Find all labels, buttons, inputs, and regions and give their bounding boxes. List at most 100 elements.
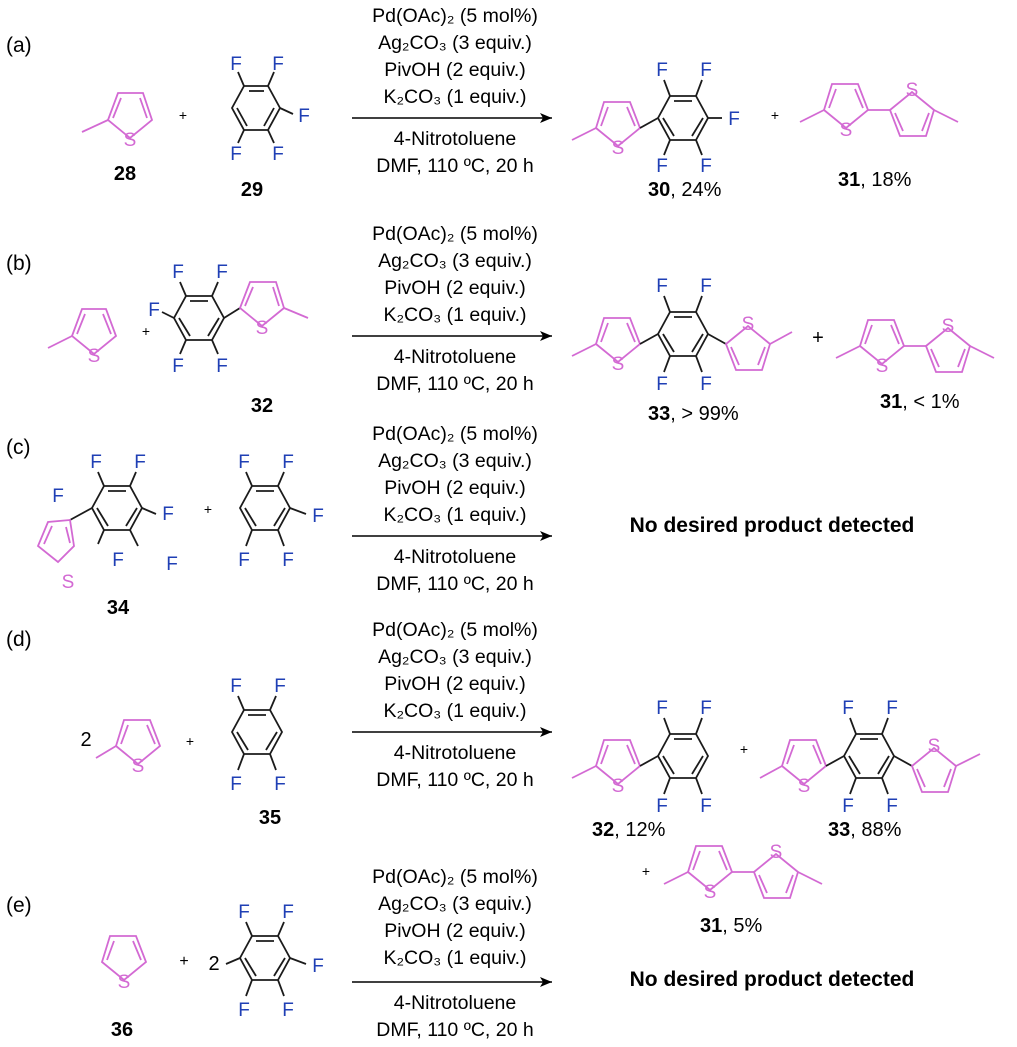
- plus-sign: +: [142, 323, 150, 339]
- condition-solvent: DMF, 110 ºC, 20 h: [376, 1019, 533, 1041]
- fluorine-atom: F: [842, 698, 854, 719]
- fluorine-atom: F: [282, 550, 294, 571]
- fluorine-atom: F: [162, 504, 174, 525]
- condition-solvent: DMF, 110 ºC, 20 h: [376, 573, 533, 595]
- fluorine-atom: F: [238, 550, 250, 571]
- plus-sign: +: [179, 107, 187, 123]
- sulfur-atom: S: [742, 314, 755, 335]
- molecule-34: F F F F F F S: [36, 452, 178, 593]
- compound-number: 31: [880, 391, 902, 413]
- fluorine-atom: F: [230, 676, 242, 697]
- conditions-c: Pd(OAc)₂ (5 mol%) Ag₂CO₃ (3 equiv.) PivO…: [352, 423, 552, 595]
- condition-base: K₂CO₃ (1 equiv.): [383, 86, 526, 108]
- condition-additive: 4-Nitrotoluene: [394, 128, 516, 150]
- stoichiometry-coefficient: 2: [80, 729, 91, 751]
- result-text: No desired product detected: [630, 968, 915, 991]
- conditions-a: Pd(OAc)₂ (5 mol%) Ag₂CO₃ (3 equiv.) PivO…: [352, 5, 552, 177]
- fluorine-atom: F: [274, 676, 286, 697]
- condition-acid: PivOH (2 equiv.): [384, 59, 526, 81]
- fluorine-atom: F: [700, 374, 712, 395]
- panel-label-e: (e): [6, 894, 32, 917]
- condition-oxidant: Ag₂CO₃ (3 equiv.): [378, 250, 532, 272]
- product-label: 30, 24%: [648, 179, 722, 201]
- fluorine-atom: F: [166, 554, 178, 575]
- yield: , 5%: [722, 915, 762, 937]
- molecule-hexafluorobenzene: F F F F F: [238, 452, 324, 571]
- sulfur-atom: S: [770, 842, 783, 863]
- compound-number: 31: [700, 915, 722, 937]
- fluorine-atom: F: [656, 60, 668, 81]
- condition-acid: PivOH (2 equiv.): [384, 920, 526, 942]
- molecule-30: S F F F F F: [571, 60, 740, 177]
- fluorine-atom: F: [656, 156, 668, 177]
- fluorine-atom: F: [728, 109, 740, 130]
- fluorine-atom: F: [230, 144, 242, 165]
- fluorine-atom: F: [700, 156, 712, 177]
- condition-acid: PivOH (2 equiv.): [384, 277, 526, 299]
- fluorine-atom: F: [134, 452, 146, 473]
- molecule-29: F F F F F: [230, 54, 310, 165]
- condition-solvent: DMF, 110 ºC, 20 h: [376, 373, 533, 395]
- fluorine-atom: F: [298, 106, 310, 127]
- condition-solvent: DMF, 110 ºC, 20 h: [376, 155, 533, 177]
- arrow-head: [540, 113, 552, 123]
- molecule-28: S: [81, 92, 154, 151]
- condition-catalyst: Pd(OAc)₂ (5 mol%): [372, 619, 538, 641]
- plus-sign: +: [186, 733, 194, 749]
- fluorine-atom: F: [90, 452, 102, 473]
- condition-base: K₂CO₃ (1 equiv.): [383, 700, 526, 722]
- yield: , 24%: [670, 179, 721, 201]
- fluorine-atom: F: [172, 356, 184, 377]
- product-label: 31, < 1%: [880, 391, 960, 413]
- sulfur-atom: S: [118, 972, 131, 993]
- fluorine-atom: F: [282, 452, 294, 473]
- panel-label-a: (a): [6, 34, 32, 57]
- condition-additive: 4-Nitrotoluene: [394, 992, 516, 1014]
- condition-additive: 4-Nitrotoluene: [394, 742, 516, 764]
- molecule-32: S F F F F: [571, 698, 712, 817]
- fluorine-atom: F: [700, 698, 712, 719]
- fluorine-atom: F: [312, 956, 324, 977]
- fluorine-atom: F: [282, 1000, 294, 1021]
- plus-sign: +: [642, 863, 650, 879]
- fluorine-atom: F: [238, 1000, 250, 1021]
- fluorine-atom: F: [216, 356, 228, 377]
- condition-base: K₂CO₃ (1 equiv.): [383, 504, 526, 526]
- plus-sign: +: [771, 107, 779, 123]
- fluorine-atom: F: [886, 796, 898, 817]
- molecule-36: S: [100, 935, 148, 993]
- fluorine-atom: F: [230, 54, 242, 75]
- condition-catalyst: Pd(OAc)₂ (5 mol%): [372, 866, 538, 888]
- plus-sign: +: [204, 501, 212, 517]
- result-text: No desired product detected: [630, 514, 915, 537]
- molecule-hexafluorobenzene: F F F F F: [225, 902, 324, 1021]
- molecule-33: S F F F F S: [759, 698, 981, 817]
- molecule-31: S S: [799, 80, 959, 141]
- conditions-d: Pd(OAc)₂ (5 mol%) Ag₂CO₃ (3 equiv.) PivO…: [352, 619, 552, 791]
- conditions-b: Pd(OAc)₂ (5 mol%) Ag₂CO₃ (3 equiv.) PivO…: [352, 223, 552, 395]
- fluorine-atom: F: [52, 486, 64, 507]
- fluorine-atom: F: [272, 144, 284, 165]
- yield: , 18%: [860, 169, 911, 191]
- fluorine-atom: F: [282, 902, 294, 923]
- sulfur-atom: S: [840, 120, 853, 141]
- product-label: 32, 12%: [592, 819, 666, 841]
- compound-number: 31: [838, 169, 860, 191]
- plus-sign: +: [740, 741, 748, 757]
- arrow-head: [540, 331, 552, 341]
- sulfur-atom: S: [256, 318, 269, 339]
- fluorine-atom: F: [172, 262, 184, 283]
- fluorine-atom: F: [700, 60, 712, 81]
- condition-catalyst: Pd(OAc)₂ (5 mol%): [372, 5, 538, 27]
- condition-solvent: DMF, 110 ºC, 20 h: [376, 769, 533, 791]
- panel-label-d: (d): [6, 628, 32, 651]
- panel-label-b: (b): [6, 252, 32, 275]
- compound-number: 30: [648, 179, 670, 201]
- fluorine-atom: F: [274, 774, 286, 795]
- compound-number: 34: [107, 597, 130, 619]
- plus-sign: +: [812, 327, 824, 349]
- sulfur-atom: S: [906, 80, 919, 101]
- sulfur-atom: S: [612, 138, 625, 159]
- conditions-e: Pd(OAc)₂ (5 mol%) Ag₂CO₃ (3 equiv.) PivO…: [352, 866, 552, 1041]
- fluorine-atom: F: [216, 262, 228, 283]
